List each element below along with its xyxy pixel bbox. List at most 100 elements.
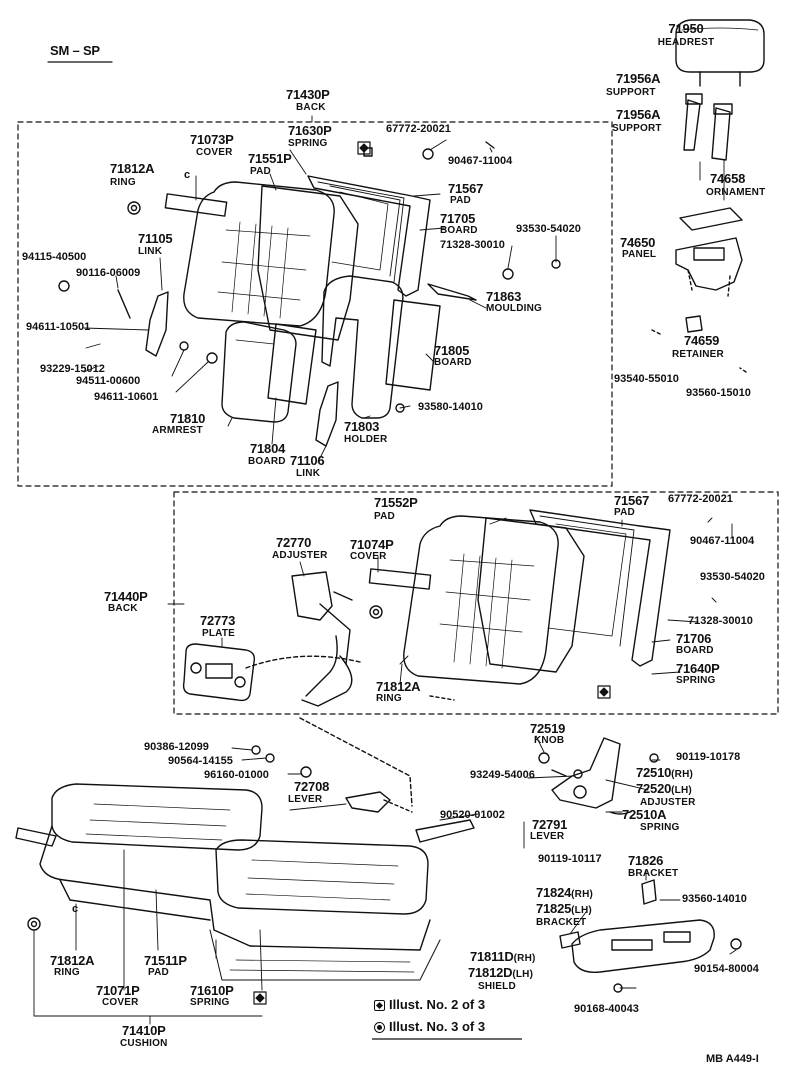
part-67772-20021-2: 67772-20021 <box>668 493 733 505</box>
part-90386-12099: 90386-12099 <box>144 741 209 753</box>
part-72510-number: 72510(RH) <box>636 766 693 780</box>
part-71805-number: 71805 <box>434 343 470 358</box>
part-71810-number: 71810 <box>170 411 206 426</box>
circle-ref-icon <box>374 1022 385 1033</box>
part-71804-number: 71804 <box>250 441 286 456</box>
part-71812A-2-name: RING <box>376 693 402 704</box>
part-71824-side: (RH) <box>571 889 594 900</box>
part-71552P-name: PAD <box>374 511 395 522</box>
part-71956A-name: SUPPORT <box>606 87 656 98</box>
part-93560-14010: 93560-14010 <box>682 893 747 905</box>
part-71812A-name: RING <box>110 177 136 188</box>
illust-ref-diamond-markers <box>253 141 611 1005</box>
part-74650-number: 74650 <box>620 235 656 250</box>
lower-back-frame <box>529 509 671 667</box>
part-71705-number: 71705 <box>440 211 476 226</box>
part-71826-number: 71826 <box>628 853 664 868</box>
shield-71811D <box>571 919 715 973</box>
part-71105-number: 71105 <box>138 231 173 246</box>
adjuster-72770 <box>291 571 353 697</box>
part-71105-name: LINK <box>138 246 163 257</box>
part-71804-name: BOARD <box>248 456 286 467</box>
part-74658-number: 74658 <box>710 171 746 186</box>
part-71812D-number: 71812D(LH) <box>468 966 533 980</box>
bracket-71824 <box>559 931 581 949</box>
holder-shape <box>321 275 404 419</box>
part-71567-2-name: PAD <box>614 507 635 518</box>
part-67772-20021: 67772-20021 <box>386 123 451 135</box>
board-71805 <box>385 299 441 391</box>
part-72791-number: 72791 <box>532 817 568 832</box>
part-71410P-name: CUSHION <box>120 1038 168 1049</box>
headrest-shape <box>675 19 765 87</box>
part-71610P-name: SPRING <box>190 997 230 1008</box>
upper-back-pad <box>257 185 359 341</box>
model-label: SM – SP <box>50 43 100 58</box>
link-71105 <box>145 291 169 357</box>
lower-back-cover <box>403 515 559 685</box>
part-72510-adjuster-name: ADJUSTER <box>640 797 696 808</box>
headrest-supports <box>683 93 733 161</box>
part-94115-40500: 94115-40500 <box>22 251 87 263</box>
retainer-shape <box>685 315 703 333</box>
upper-back-cover <box>183 181 335 327</box>
part-71706-number: 71706 <box>676 631 712 646</box>
part-71706-name: BOARD <box>676 645 714 656</box>
part-93540-55010: 93540-55010 <box>614 373 679 385</box>
part-71640P-name: SPRING <box>676 675 716 686</box>
diamond-ref-icon <box>374 1000 385 1011</box>
part-71410P-number: 71410P <box>122 1023 166 1038</box>
part-71863-number: 71863 <box>486 289 522 304</box>
part-71956A-2-number: 71956A <box>616 107 661 122</box>
part-93530-54020: 93530-54020 <box>516 223 581 235</box>
part-72791-name: LEVER <box>530 831 565 842</box>
armrest-shape <box>221 321 297 423</box>
part-71567-2-number: 71567 <box>614 493 650 508</box>
part-71511P-name: PAD <box>148 967 169 978</box>
part-71511P-number: 71511P <box>144 953 187 968</box>
bracket-71826 <box>641 879 657 905</box>
part-71440P-number: 71440P <box>104 589 148 604</box>
part-94511-00600: 94511-00600 <box>76 375 141 387</box>
part-74658-name: ORNAMENT <box>706 187 766 198</box>
part-90116-06009: 90116-06009 <box>76 267 141 279</box>
part-71825-number: 71825(LH) <box>536 902 592 916</box>
part-71071P-name: COVER <box>102 997 139 1008</box>
part-90168-40043: 90168-40043 <box>574 1003 639 1015</box>
part-71551P-name: PAD <box>250 166 271 177</box>
part-71073P-name: COVER <box>196 147 233 158</box>
part-71328-30010: 71328-30010 <box>440 239 505 251</box>
part-90119-10117: 90119-10117 <box>538 853 602 865</box>
part-94611-10601: 94611-10601 <box>94 391 159 403</box>
part-71705-name: BOARD <box>440 225 478 236</box>
ring-c-marker-2: c <box>72 903 79 915</box>
part-72770-number: 72770 <box>276 535 312 550</box>
part-71824-number: 71824(RH) <box>536 886 593 900</box>
part-72510-side: (RH) <box>671 769 694 780</box>
lever-72791 <box>415 819 475 843</box>
part-71811D-code: 71811D <box>470 949 514 964</box>
part-72770-name: ADJUSTER <box>272 550 328 561</box>
leader-lines <box>33 115 737 1025</box>
part-72520-side: (LH) <box>671 785 692 796</box>
part-71567-name: PAD <box>450 195 471 206</box>
part-71811D-number: 71811D(RH) <box>470 950 536 964</box>
part-71863-name: MOULDING <box>486 303 543 314</box>
part-71610P-number: 71610P <box>190 983 234 998</box>
part-90467-11004: 90467-11004 <box>448 155 513 167</box>
part-71803-name: HOLDER <box>344 434 388 445</box>
part-72708-number: 72708 <box>294 779 330 794</box>
ornament-shape <box>679 207 743 231</box>
part-90467-11004-2: 90467-11004 <box>690 535 755 547</box>
part-71074P-name: COVER <box>350 551 387 562</box>
cable <box>301 655 353 707</box>
part-71825-side: (LH) <box>571 905 592 916</box>
part-93580-14010: 93580-14010 <box>418 401 483 413</box>
part-93560-15010: 93560-15010 <box>686 387 751 399</box>
ring-c-marker: c <box>184 169 191 181</box>
part-71074P-number: 71074P <box>350 537 394 552</box>
part-71803-number: 71803 <box>344 419 380 434</box>
part-71071P-number: 71071P <box>96 983 140 998</box>
